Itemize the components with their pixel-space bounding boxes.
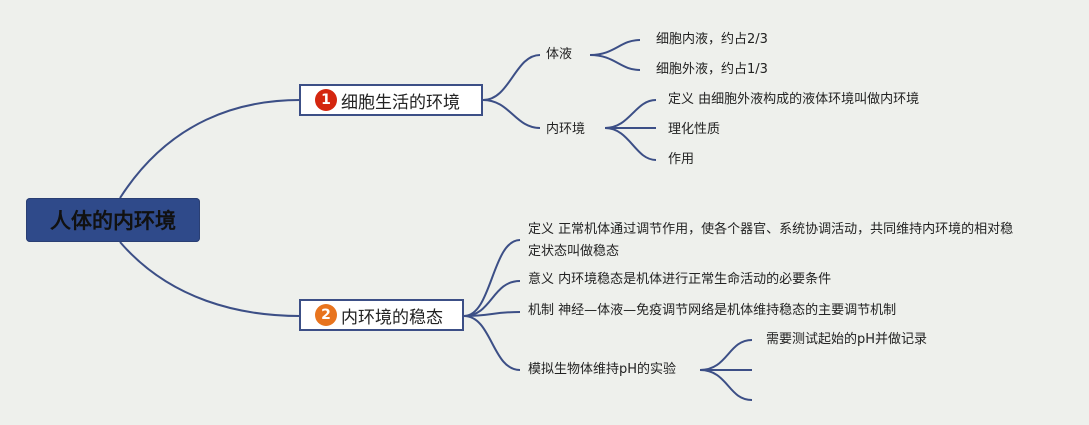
- connector-b2-3: [463, 311, 521, 317]
- connector-ph-1: [699, 339, 753, 371]
- branch-homeostasis[interactable]: 2 内环境的稳态: [299, 299, 464, 331]
- node-tiye[interactable]: 体液: [546, 47, 573, 62]
- node-neihuanjing[interactable]: 内环境: [546, 122, 586, 137]
- node-intracellular-fluid[interactable]: 细胞内液，约占2/3: [656, 32, 768, 47]
- node-ph-experiment[interactable]: 模拟生物体维持pH的实验: [528, 362, 677, 377]
- node-ph-record[interactable]: 需要测试起始的pH并做记录: [766, 332, 928, 347]
- node-homeostasis-definition[interactable]: 定义 正常机体通过调节作用，使各个器官、系统协调活动，共同维持内环境的相对稳定状…: [528, 222, 1014, 259]
- node-function[interactable]: 作用: [668, 152, 695, 167]
- root-label: 人体的内环境: [50, 209, 176, 233]
- root-node[interactable]: 人体的内环境: [26, 198, 200, 242]
- connector-tiye-1: [589, 39, 641, 56]
- connector-b2-2: [463, 280, 521, 317]
- node-neihuanjing-definition[interactable]: 定义 由细胞外液构成的液体环境叫做内环境: [668, 92, 920, 107]
- node-homeostasis-significance[interactable]: 意义 内环境稳态是机体进行正常生命活动的必要条件: [528, 272, 832, 287]
- connector-b2-4: [463, 315, 521, 371]
- node-homeostasis-mechanism[interactable]: 机制 神经—体液—免疫调节网络是机体维持稳态的主要调节机制: [528, 303, 897, 318]
- connector-b2-1: [463, 239, 521, 317]
- connector-b1-tiye: [482, 54, 541, 101]
- number-badge-1: 1: [315, 89, 337, 111]
- connector-b1-neihuanjing: [482, 99, 541, 129]
- branch-cell-environment[interactable]: 1 细胞生活的环境: [299, 84, 483, 116]
- connector-ph-3: [699, 369, 753, 401]
- connector-nhj-1: [604, 99, 657, 129]
- connector-tiye-2: [589, 54, 641, 71]
- node-physicochemical-properties[interactable]: 理化性质: [668, 122, 721, 137]
- connector-root-branch-1: [119, 99, 301, 199]
- branch-label-2: 内环境的稳态: [341, 307, 443, 328]
- connector-nhj-3: [604, 127, 657, 161]
- number-badge-2: 2: [315, 304, 337, 326]
- branch-label-1: 细胞生活的环境: [341, 92, 460, 113]
- node-extracellular-fluid[interactable]: 细胞外液，约占1/3: [656, 62, 768, 77]
- connector-root-branch-2: [119, 241, 301, 317]
